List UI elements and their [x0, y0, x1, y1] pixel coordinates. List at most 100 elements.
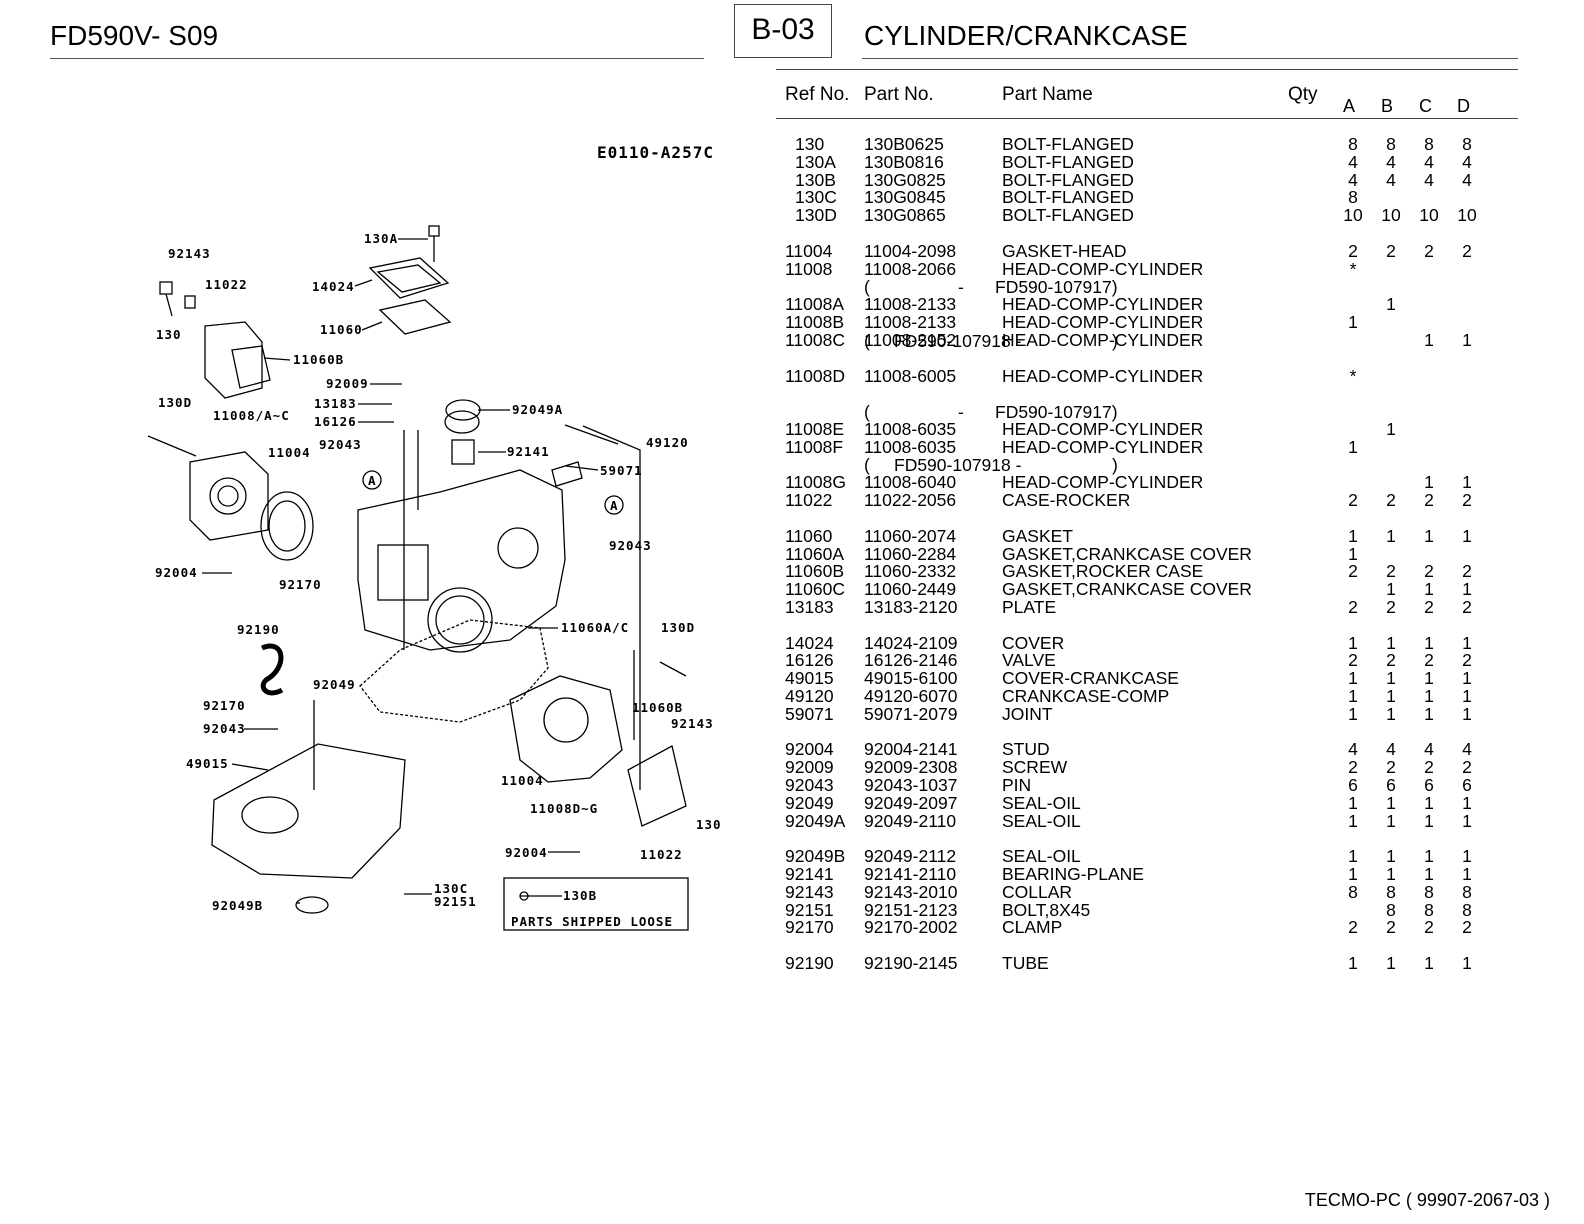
qty-c-cell: 1	[1424, 525, 1434, 546]
qty-a-cell: 4	[1348, 169, 1358, 190]
part-name-cell: COVER-CRANKCASE	[1002, 668, 1179, 689]
qty-d-cell: 10	[1457, 205, 1477, 226]
part-name-cell: HEAD-COMP-CYLINDER	[1002, 330, 1204, 350]
qty-a-cell: 1	[1348, 632, 1358, 653]
ref-cell: 11008B	[785, 312, 845, 333]
ref-cell: 11060	[785, 525, 833, 546]
ref-cell: 92049B	[785, 846, 846, 867]
callout-label: 11060B	[293, 352, 344, 367]
loose-part-label: 130B	[563, 888, 597, 903]
callout-label: 92004	[505, 845, 548, 860]
ref-cell: 49120	[785, 686, 834, 706]
range-note-open: (	[864, 277, 870, 297]
ref-cell: 92009	[785, 757, 834, 778]
ref-cell: 11060C	[785, 579, 846, 600]
qty-c-cell: 1	[1424, 792, 1434, 813]
qty-a-cell: 2	[1348, 241, 1358, 261]
part-name-cell: BOLT-FLANGED	[1002, 169, 1134, 190]
callout-label: 130D	[661, 620, 695, 635]
callout-label: 16126	[314, 414, 357, 429]
part-number-cell: 11008-6040	[864, 472, 957, 493]
callout-label: 92004	[155, 565, 198, 580]
qty-d-cell: 2	[1462, 490, 1472, 511]
part-number-cell: 92049-2097	[864, 792, 958, 813]
qty-a-cell: 8	[1348, 134, 1358, 154]
qty-d-cell: 2	[1462, 757, 1472, 778]
part-name-cell: VALVE	[1002, 650, 1056, 671]
part-name-cell: GASKET	[1002, 525, 1073, 546]
part-number-cell: 11008-6035	[864, 419, 957, 439]
qty-b-cell: 2	[1386, 490, 1396, 511]
part-name-cell: GASKET,CRANKCASE COVER	[1002, 543, 1252, 564]
ref-cell: 14024	[785, 632, 834, 653]
ref-cell: 92004	[785, 739, 834, 760]
callout-label: 92141	[507, 444, 550, 459]
ref-cell: 92043	[785, 775, 834, 795]
qty-d-cell: 2	[1462, 241, 1472, 261]
range-note-text: FD590-107917)	[995, 402, 1118, 422]
col-b: B	[1381, 96, 1394, 116]
ref-cell: 11008	[785, 258, 833, 279]
qty-d-cell: 8	[1462, 899, 1472, 920]
part-name-cell: HEAD-COMP-CYLINDER	[1002, 365, 1204, 386]
part-name-cell: BEARING-PLANE	[1002, 864, 1144, 884]
part-name-cell: TUBE	[1002, 953, 1049, 973]
range-note-open: (	[864, 455, 870, 475]
col-c: C	[1419, 96, 1432, 116]
qty-c-cell: 1	[1424, 810, 1434, 831]
qty-b-cell: 2	[1386, 757, 1396, 778]
range-note-open: (	[864, 331, 870, 351]
callout-label: 130	[696, 817, 722, 832]
callout-label: 92049B	[212, 898, 263, 913]
range-note-close: )	[1112, 331, 1118, 351]
callout-label: A	[368, 473, 377, 488]
part-number-cell: 59071-2079	[864, 703, 958, 724]
col-name: Part Name	[1002, 84, 1093, 105]
callout-label: 59071	[600, 463, 643, 478]
qty-d-cell: 1	[1462, 864, 1472, 884]
range-note-dash: -	[958, 277, 964, 297]
ref-cell: 130	[795, 134, 825, 154]
part-number-cell: 11004-2098	[864, 241, 957, 261]
part-number-cell: 130G0825	[864, 169, 946, 190]
qty-c-cell: 1	[1424, 953, 1434, 973]
qty-d-cell: 8	[1462, 134, 1472, 154]
ref-cell: 59071	[785, 703, 834, 724]
qty-a-cell: 1	[1348, 543, 1358, 564]
qty-a-cell: 6	[1348, 775, 1358, 795]
callout-label: 130A	[364, 231, 398, 246]
qty-b-cell: 8	[1386, 899, 1396, 920]
part-name-cell: BOLT-FLANGED	[1002, 151, 1134, 172]
table-rule-top	[776, 69, 1518, 70]
part-name-cell: BOLT,8X45	[1002, 899, 1091, 920]
callout-label: 92009	[326, 376, 369, 391]
callout-label: 92043	[203, 721, 246, 736]
part-number-cell: 11060-2332	[864, 561, 957, 582]
ref-cell: 11008D	[785, 365, 846, 386]
ref-cell: 11022	[785, 490, 833, 511]
callout-label: 130C	[434, 881, 468, 896]
callout-label: 92043	[609, 538, 652, 553]
qty-a-cell: 1	[1348, 864, 1358, 884]
part-number-cell: 11008-2133	[864, 312, 957, 333]
part-number-cell: 11008-2133	[864, 294, 957, 315]
part-name-cell: COLLAR	[1002, 881, 1073, 902]
qty-d-cell: 1	[1462, 632, 1472, 653]
part-name-cell: SEAL-OIL	[1002, 846, 1081, 867]
part-name-cell: HEAD-COMP-CYLINDER	[1002, 312, 1204, 333]
qty-c-cell: 1	[1424, 632, 1434, 653]
qty-c-cell: 1	[1424, 686, 1434, 706]
